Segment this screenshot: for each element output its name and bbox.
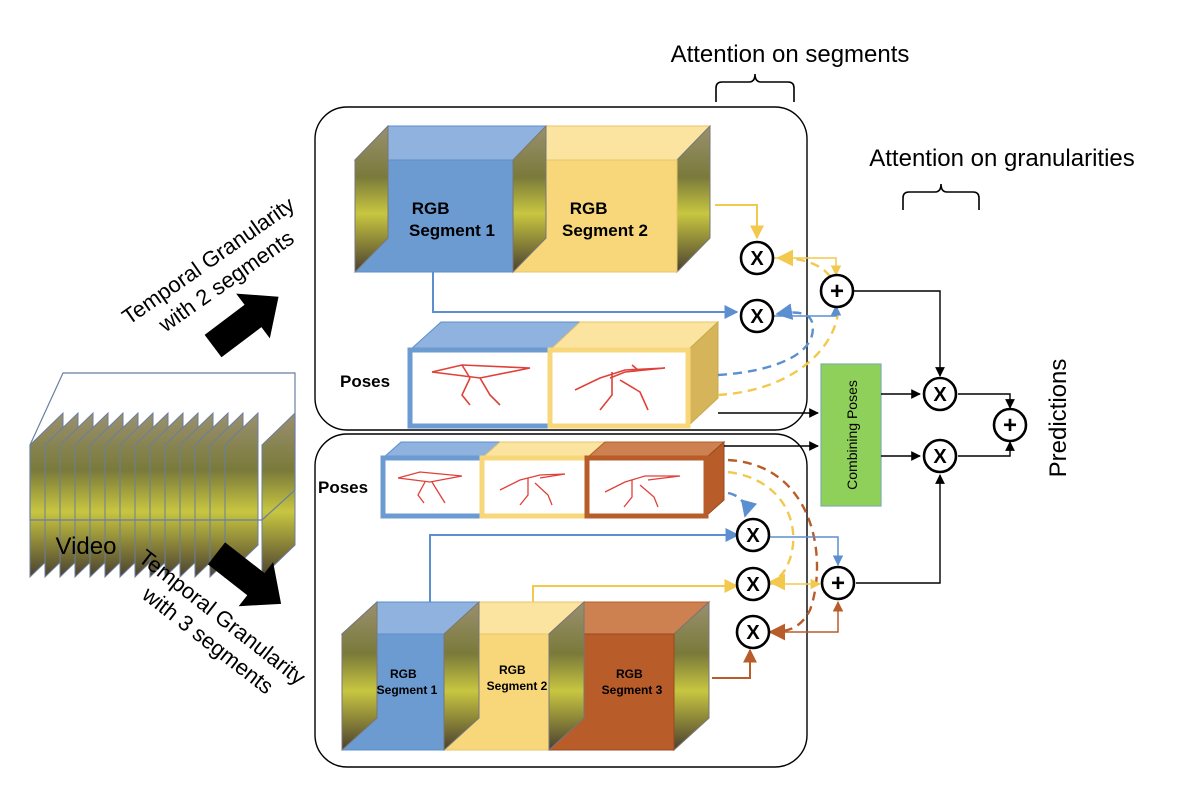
- multiply-symbol: X: [933, 384, 947, 406]
- multiply-node-bottom-1: X: [735, 517, 771, 553]
- attention-granularities-label: Attention on granularities: [869, 145, 1135, 172]
- multiply-circle: [735, 614, 771, 650]
- conn-add-bottom-to-mult: [856, 474, 945, 584]
- conn-mult1-to-add-top: [772, 257, 842, 277]
- combining-poses-box: [820, 363, 882, 507]
- granularity-3-container: [314, 433, 808, 768]
- conn-pose-orange-dashed-bottom: [727, 458, 819, 641]
- multiply-symbol: X: [750, 248, 764, 270]
- conn-mult-b1-to-add: [769, 536, 844, 567]
- add-node-bottom: +: [820, 565, 856, 601]
- add-node-final: +: [992, 407, 1028, 443]
- conn-mult-b3-to-add: [769, 600, 844, 633]
- add-circle: [992, 407, 1028, 443]
- poses-block-2-segments: [407, 320, 720, 429]
- conn-pose-yellow-dashed-bottom: [727, 470, 795, 591]
- multiply-symbol: X: [750, 306, 764, 328]
- conn-rgb3-seg2-to-mult: [532, 579, 739, 602]
- attention-segments-label: Attention on segments: [671, 41, 910, 68]
- multiply-node-final-bottom: X: [922, 438, 958, 474]
- multiply-symbol: X: [746, 622, 760, 644]
- rgb-2-seg2-label: RGB Segment 2: [562, 199, 648, 240]
- conn-final-mult-bottom-to-add: [958, 441, 1015, 457]
- video-frame-stack: [29, 372, 296, 579]
- attention-granularities-brace: [902, 183, 980, 210]
- multiply-symbol: X: [746, 525, 760, 547]
- video-stack-outline: [29, 372, 296, 521]
- skeleton-bottom-3: [604, 475, 681, 508]
- rgb-3-seg3-label: RGB Segment 3: [602, 667, 663, 697]
- conn-add-top-to-mult: [853, 290, 945, 377]
- poses-bottom-label: Poses: [318, 478, 368, 497]
- granularity-2-container: [314, 106, 808, 431]
- multiply-node-final-top: X: [922, 376, 958, 412]
- skeleton-top-1: [431, 364, 531, 406]
- combining-poses-label: Combining Poses: [844, 380, 860, 490]
- conn-pose-blue-dashed-bottom: [727, 491, 758, 518]
- multiply-circle: [739, 298, 775, 334]
- rgb-2-seg1-label: RGB Segment 1: [409, 199, 495, 240]
- video-frame: [261, 411, 296, 579]
- multiply-symbol: X: [933, 446, 947, 468]
- add-symbol: +: [1003, 412, 1017, 439]
- rgb-3-seg2-label: RGB Segment 2: [487, 663, 548, 693]
- add-symbol: +: [830, 278, 844, 305]
- conn-rgb3-seg1-to-mult: [429, 528, 740, 602]
- skeleton-bottom-2: [499, 473, 566, 506]
- multiply-circle: [922, 376, 958, 412]
- rgb-block-3-segments: [340, 600, 711, 752]
- multiply-node-bottom-2: X: [735, 566, 771, 602]
- conn-rgb2-seg2-to-mult: [715, 204, 764, 240]
- poses-top-label: Poses: [340, 372, 390, 391]
- multiply-circle: [922, 438, 958, 474]
- attention-segments-brace: [715, 73, 795, 102]
- poses-block-3-segments: [380, 440, 726, 519]
- conn-rgb2-seg1-to-mult: [432, 272, 739, 319]
- add-node-top: +: [819, 273, 855, 309]
- add-circle: [820, 565, 856, 601]
- add-circle: [819, 273, 855, 309]
- multiply-node-top-1: X: [739, 240, 775, 276]
- multiply-circle: [735, 566, 771, 602]
- skeleton-top-2: [574, 364, 666, 411]
- multiply-symbol: X: [746, 574, 760, 596]
- multiply-node-bottom-3: X: [735, 614, 771, 650]
- rgb-block-2-segments: [353, 124, 712, 274]
- multiply-circle: [735, 517, 771, 553]
- conn-pose-blue-dashed-top: [717, 303, 815, 377]
- conn-mult2-to-add-top: [772, 304, 842, 317]
- multiply-node-top-2: X: [739, 298, 775, 334]
- rgb-3-seg1-label: RGB Segment 1: [377, 667, 438, 697]
- arrow-to-2-segments: [204, 293, 279, 358]
- video-label: Video: [56, 533, 117, 560]
- add-symbol: +: [831, 570, 845, 597]
- video-frame: [224, 411, 259, 579]
- conn-final-mult-top-to-add: [958, 393, 1015, 409]
- predictions-label: Predictions: [1045, 359, 1072, 478]
- multiply-circle: [739, 240, 775, 276]
- conn-rgb3-seg3-to-mult: [712, 648, 757, 679]
- arrow-to-3-segments: [207, 542, 282, 607]
- skeleton-bottom-1: [397, 471, 463, 504]
